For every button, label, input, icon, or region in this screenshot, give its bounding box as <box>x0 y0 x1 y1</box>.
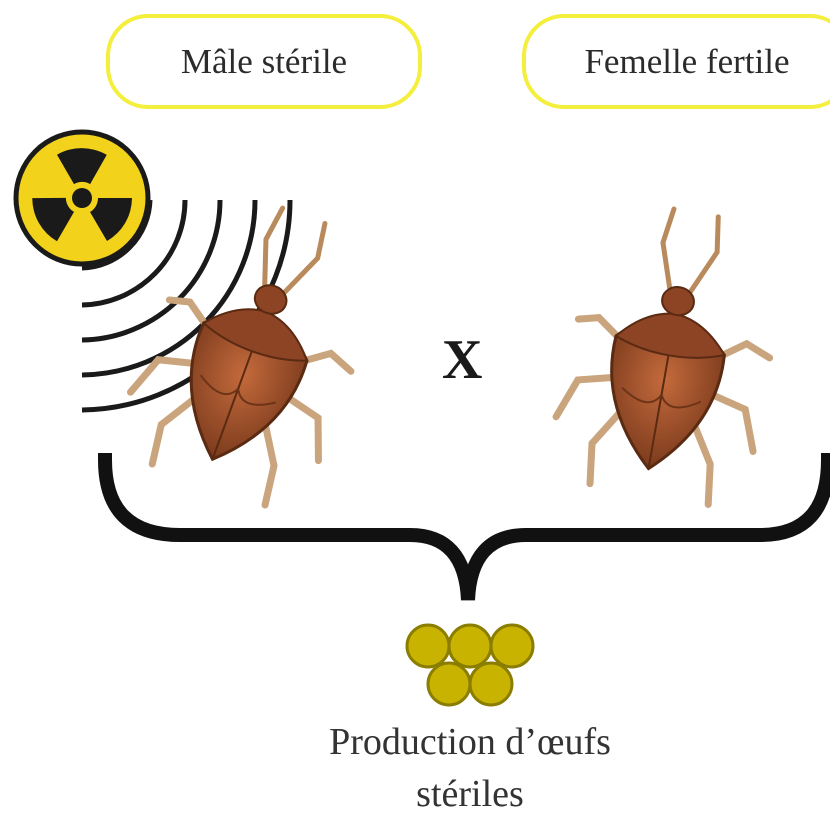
cross-symbol: X <box>442 328 482 392</box>
result-caption-line2: stériles <box>260 772 680 816</box>
egg-cluster <box>407 625 533 705</box>
female-stink-bug-icon <box>546 195 792 510</box>
result-caption-line1: Production d’œufs <box>260 720 680 764</box>
egg-icon <box>449 625 491 667</box>
egg-icon <box>491 625 533 667</box>
radiation-icon <box>16 132 148 264</box>
egg-icon <box>428 663 470 705</box>
egg-icon <box>407 625 449 667</box>
curly-brace-icon <box>105 460 828 600</box>
egg-icon <box>470 663 512 705</box>
